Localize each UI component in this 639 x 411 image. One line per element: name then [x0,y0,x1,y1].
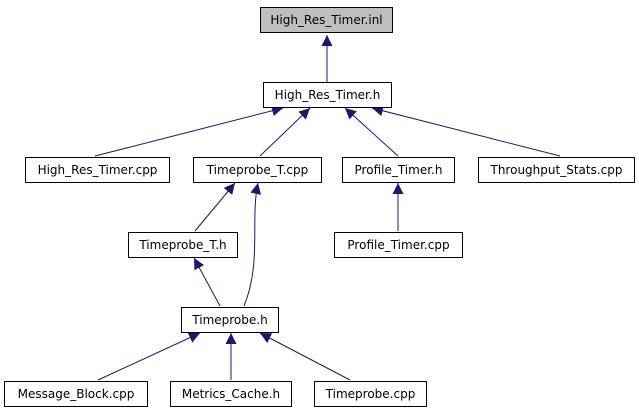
node-timeprobe-t-cpp[interactable]: Timeprobe_T.cpp [193,157,322,183]
edge-mb-cpp-to-tp-h [97,332,201,381]
edge-tpt-cpp-to-hrt-h [259,107,311,157]
edge-ts-cpp-to-hrt-h [371,105,561,157]
node-metrics-cache-h[interactable]: Metrics_Cache.h [170,381,292,407]
edge-tp-h-to-tpt-cpp [243,182,262,307]
node-timeprobe-h[interactable]: Timeprobe.h [181,307,279,333]
edge-pt-h-to-hrt-h [344,107,399,157]
node-message-block-cpp[interactable]: Message_Block.cpp [4,381,148,407]
edge-hrt-cpp-to-hrt-h [94,105,284,157]
node-high-res-timer-cpp[interactable]: High_Res_Timer.cpp [25,157,170,183]
node-timeprobe-cpp[interactable]: Timeprobe.cpp [314,381,427,407]
edge-tp-cpp-to-tp-h [259,332,351,381]
node-throughput-stats-cpp[interactable]: Throughput_Stats.cpp [478,157,635,183]
edge-tpt-h-to-tpt-cpp [194,182,236,232]
node-high-res-timer-h[interactable]: High_Res_Timer.h [263,82,392,108]
node-profile-timer-h[interactable]: Profile_Timer.h [342,157,455,183]
node-timeprobe-t-h[interactable]: Timeprobe_T.h [128,232,238,258]
node-high-res-timer-inl: High_Res_Timer.inl [260,7,393,33]
node-profile-timer-cpp[interactable]: Profile_Timer.cpp [334,232,463,258]
edge-tpt-h-to-tp-h [193,257,221,307]
